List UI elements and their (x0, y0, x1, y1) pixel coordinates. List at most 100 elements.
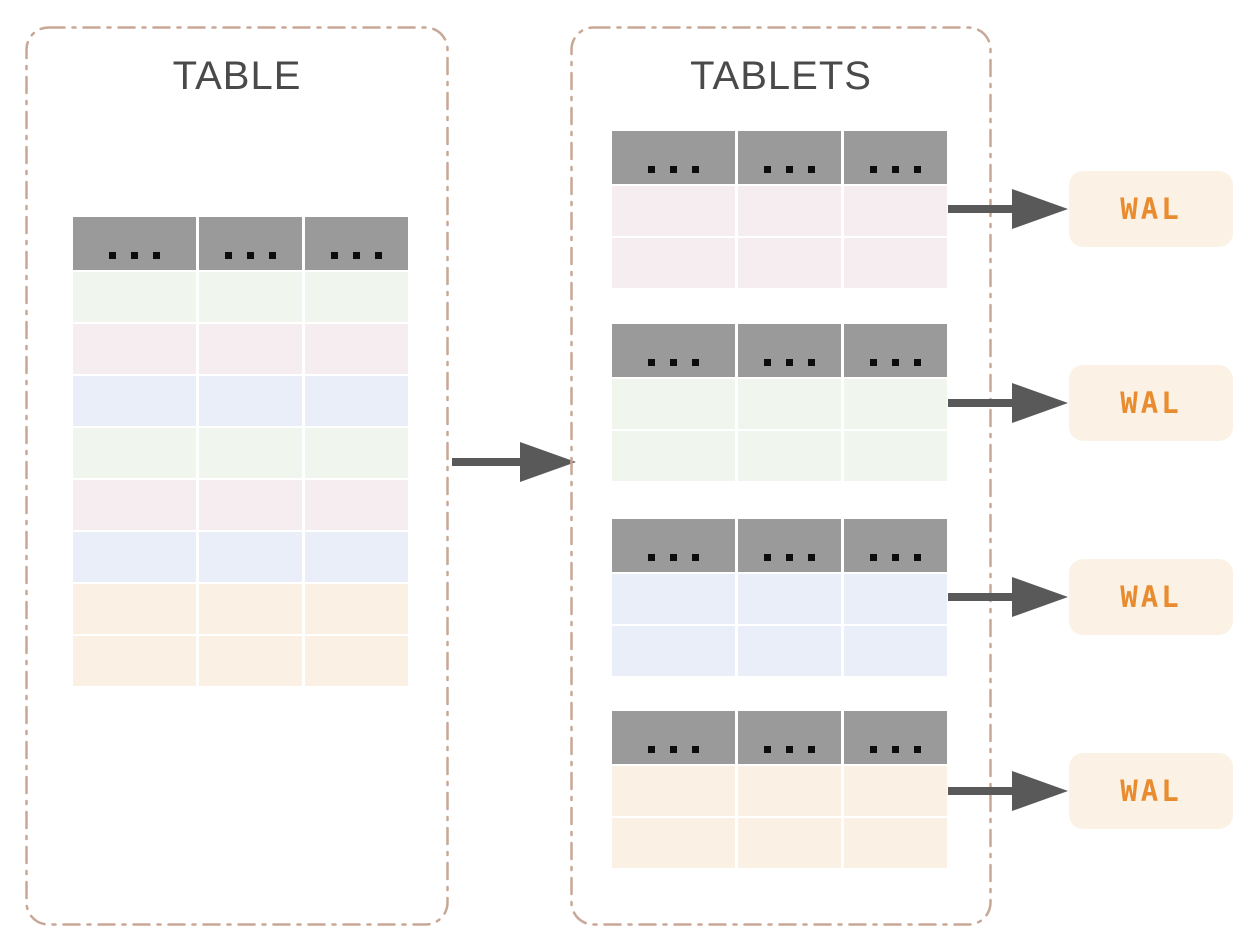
table-row (73, 636, 408, 686)
wal-label: WAL (1120, 192, 1182, 226)
table-header-cell (199, 217, 303, 270)
ellipsis-dot (892, 359, 900, 366)
ellipsis-icon (764, 746, 816, 753)
ellipsis-icon (648, 359, 700, 366)
table-row (73, 584, 408, 634)
tablet-table-1 (612, 131, 947, 288)
table-cell (305, 428, 408, 478)
table-cell (844, 574, 947, 624)
wal-arrow-3 (948, 577, 1068, 617)
ellipsis-dot (109, 252, 117, 259)
table-row (73, 428, 408, 478)
table-cell (738, 186, 842, 236)
table-cell (73, 376, 197, 426)
table-cell (612, 626, 736, 676)
arrow-head (1012, 189, 1068, 229)
ellipsis-dot (914, 746, 922, 753)
ellipsis-dot (331, 252, 339, 259)
tablet-table-3 (612, 519, 947, 676)
ellipsis-dot (670, 166, 678, 173)
table-header-row (612, 131, 947, 184)
table-cell (199, 428, 303, 478)
table-header-cell (305, 217, 408, 270)
wal-label: WAL (1120, 580, 1182, 614)
table-cell (305, 480, 408, 530)
ellipsis-dot (870, 359, 878, 366)
table-cell (844, 379, 947, 429)
table-row (612, 431, 947, 481)
table-row (612, 186, 947, 236)
table-cell (612, 238, 736, 288)
ellipsis-dot (670, 746, 678, 753)
ellipsis-dot (870, 166, 878, 173)
table-cell (73, 584, 197, 634)
ellipsis-dot (870, 746, 878, 753)
ellipsis-dot (786, 554, 794, 561)
arrow-head (1012, 383, 1068, 423)
wal-label: WAL (1120, 386, 1182, 420)
ellipsis-icon (870, 166, 922, 173)
ellipsis-icon (870, 554, 922, 561)
table-cell (612, 186, 736, 236)
wal-arrow-1 (948, 189, 1068, 229)
table-header-cell (738, 131, 842, 184)
table-cell (73, 636, 197, 686)
table-row (73, 272, 408, 322)
ellipsis-dot (764, 554, 772, 561)
table-cell (305, 324, 408, 374)
ellipsis-dot (764, 359, 772, 366)
wal-box-4: WAL (1069, 753, 1233, 829)
wal-arrow-4 (948, 771, 1068, 811)
table-row (612, 574, 947, 624)
ellipsis-dot (786, 166, 794, 173)
table-cell (199, 584, 303, 634)
tablets-panel-title: TABLETS (690, 54, 872, 98)
table-cell (73, 324, 197, 374)
tablets-panel: TABLETS (570, 26, 992, 926)
ellipsis-icon (109, 252, 161, 259)
ellipsis-dot (808, 359, 816, 366)
table-cell (738, 574, 842, 624)
table-header-row (612, 711, 947, 764)
dashed-border (25, 26, 449, 926)
table-cell (305, 376, 408, 426)
ellipsis-dot (692, 359, 700, 366)
table-cell (305, 584, 408, 634)
table-panel: TABLE (25, 26, 449, 926)
ellipsis-icon (648, 746, 700, 753)
ellipsis-dot (247, 252, 255, 259)
table-row (73, 376, 408, 426)
ellipsis-icon (648, 554, 700, 561)
ellipsis-icon (764, 166, 816, 173)
ellipsis-icon (764, 554, 816, 561)
ellipsis-dot (892, 166, 900, 173)
table-cell (199, 636, 303, 686)
wal-box-3: WAL (1069, 559, 1233, 635)
table-row (73, 532, 408, 582)
table-cell (199, 324, 303, 374)
table-header-cell (73, 217, 197, 270)
ellipsis-dot (375, 252, 383, 259)
ellipsis-icon (648, 166, 700, 173)
ellipsis-dot (870, 554, 878, 561)
ellipsis-dot (808, 746, 816, 753)
table-cell (844, 766, 947, 816)
ellipsis-dot (786, 746, 794, 753)
table-cell (844, 186, 947, 236)
ellipsis-dot (131, 252, 139, 259)
table-header-cell (738, 324, 842, 377)
ellipsis-icon (225, 252, 277, 259)
dashed-border (570, 26, 992, 926)
ellipsis-dot (648, 746, 656, 753)
table-cell (612, 574, 736, 624)
ellipsis-dot (808, 554, 816, 561)
ellipsis-icon (764, 359, 816, 366)
ellipsis-dot (786, 359, 794, 366)
ellipsis-icon (870, 359, 922, 366)
table-row (612, 818, 947, 868)
ellipsis-icon (331, 252, 383, 259)
table-header-cell (844, 131, 947, 184)
ellipsis-dot (648, 166, 656, 173)
table-cell (738, 431, 842, 481)
table-cell (844, 626, 947, 676)
